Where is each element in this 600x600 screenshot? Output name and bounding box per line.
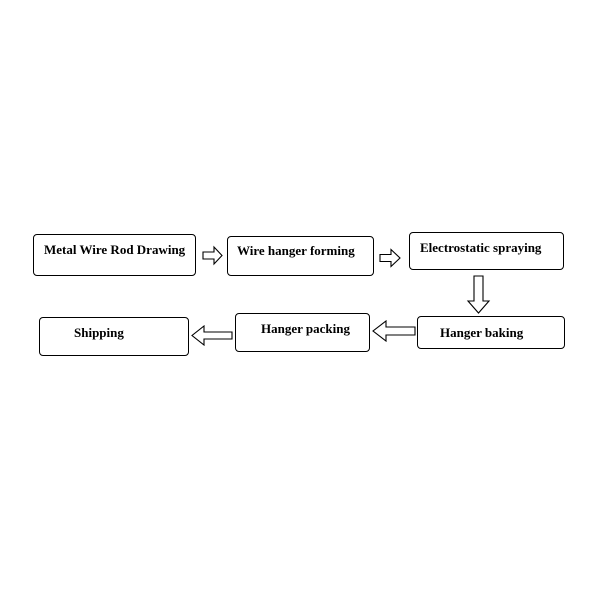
step-box-shipping [39, 317, 189, 356]
arrow-down-icon [466, 275, 491, 314]
arrow-left-1-icon [372, 319, 416, 343]
step-label-hanger-baking: Hanger baking [440, 325, 524, 340]
step-box-hanger-packing [235, 313, 370, 352]
step-label-metal-wire-rod-drawing: Metal Wire Rod Drawing [44, 242, 186, 257]
step-label-hanger-packing: Hanger packing [261, 321, 350, 336]
step-label-electrostatic-spraying: Electrostatic spraying [420, 240, 542, 255]
step-box-electrostatic-spraying [409, 232, 564, 270]
step-label-shipping: Shipping [74, 325, 124, 340]
step-box-hanger-baking [417, 316, 565, 349]
arrow-right-2-icon [379, 248, 401, 268]
step-box-wire-hanger-forming [227, 236, 374, 276]
step-box-metal-wire-rod-drawing [33, 234, 196, 276]
arrow-left-2-icon [191, 324, 233, 347]
arrow-right-1-icon [202, 245, 223, 266]
step-label-wire-hanger-forming: Wire hanger forming [237, 243, 355, 258]
